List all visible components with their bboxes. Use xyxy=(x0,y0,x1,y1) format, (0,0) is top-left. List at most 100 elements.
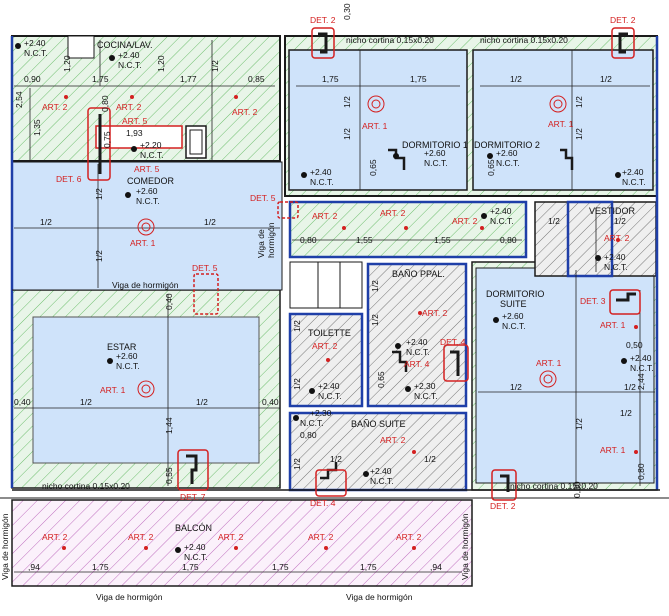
svg-text:DET. 2: DET. 2 xyxy=(610,15,636,25)
svg-text:ART. 2: ART. 2 xyxy=(312,341,338,351)
svg-text:+2.40: +2.40 xyxy=(184,542,206,552)
art1-fixture-dorm1 xyxy=(367,95,385,113)
svg-text:+2.60: +2.60 xyxy=(496,148,518,158)
svg-text:0,65: 0,65 xyxy=(486,159,496,176)
svg-text:1,75: 1,75 xyxy=(92,562,109,572)
svg-text:1,75: 1,75 xyxy=(92,74,109,84)
svg-text:N.C.T.: N.C.T. xyxy=(116,361,140,371)
svg-text:nicho cortina 0.15x0.20: nicho cortina 0.15x0.20 xyxy=(480,35,568,45)
svg-text:0,75: 0,75 xyxy=(102,131,112,148)
svg-text:+2.40: +2.40 xyxy=(24,38,46,48)
svg-text:1/2: 1/2 xyxy=(342,96,352,108)
det5-marker-a xyxy=(277,201,299,219)
det7-marker xyxy=(177,449,209,491)
svg-text:+2.40: +2.40 xyxy=(318,381,340,391)
svg-text:+2.60: +2.60 xyxy=(424,148,446,158)
svg-text:0,90: 0,90 xyxy=(24,74,41,84)
svg-text:1,20: 1,20 xyxy=(62,55,72,72)
svg-text:0,30: 0,30 xyxy=(342,3,352,20)
svg-text:+2.40: +2.40 xyxy=(406,337,428,347)
svg-text:1/2: 1/2 xyxy=(330,454,342,464)
svg-text:0,40: 0,40 xyxy=(14,397,31,407)
svg-text:N.C.T.: N.C.T. xyxy=(140,150,164,160)
svg-text:1/2: 1/2 xyxy=(196,397,208,407)
svg-text:ART. 2: ART. 2 xyxy=(116,102,142,112)
svg-text:ART. 1: ART. 1 xyxy=(130,238,156,248)
svg-text:2,44: 2,44 xyxy=(636,373,646,390)
svg-text:1,55: 1,55 xyxy=(356,235,373,245)
svg-text:+2.40: +2.40 xyxy=(490,206,512,216)
vestidor-blue-frame xyxy=(566,200,614,278)
svg-text:1/2: 1/2 xyxy=(94,188,104,200)
svg-text:DET. 3: DET. 3 xyxy=(580,296,606,306)
room-dormitorio-suite-2: SUITE xyxy=(500,299,527,309)
art1-fixture-suite xyxy=(539,370,557,388)
svg-text:+2.30: +2.30 xyxy=(310,408,332,418)
svg-text:+2.40: +2.40 xyxy=(630,353,652,363)
svg-text:ART. 1: ART. 1 xyxy=(600,445,626,455)
svg-text:1,35: 1,35 xyxy=(32,119,42,136)
room-bano-ppal: BAÑO PPAL. xyxy=(392,269,445,279)
svg-text:nicho cortina 0.15x0.20: nicho cortina 0.15x0.20 xyxy=(42,481,130,491)
room-dormitorio-suite-1: DORMITORIO xyxy=(486,289,544,299)
svg-text:0,80: 0,80 xyxy=(636,463,646,480)
svg-text:0,80: 0,80 xyxy=(300,430,317,440)
svg-text:1/2: 1/2 xyxy=(624,382,636,392)
svg-text:1,75: 1,75 xyxy=(182,562,199,572)
svg-text:0,40: 0,40 xyxy=(262,397,279,407)
svg-text:ART. 1: ART. 1 xyxy=(548,119,574,129)
svg-text:ART. 2: ART. 2 xyxy=(422,308,448,318)
svg-text:1,20: 1,20 xyxy=(156,55,166,72)
svg-text:ART. 2: ART. 2 xyxy=(604,233,630,243)
det2-marker-bottom xyxy=(491,469,517,501)
svg-text:Viga de hormigón: Viga de hormigón xyxy=(346,592,413,602)
det6-marker xyxy=(87,107,111,181)
svg-text:ART. 4: ART. 4 xyxy=(404,359,430,369)
svg-text:DET. 2: DET. 2 xyxy=(490,501,516,511)
room-estar: ESTAR xyxy=(107,342,137,352)
det2-marker-right xyxy=(611,27,635,59)
svg-text:+2.40: +2.40 xyxy=(118,50,140,60)
estar-room xyxy=(32,316,260,464)
svg-text:DET. 5: DET. 5 xyxy=(250,193,276,203)
bano-ppal-room xyxy=(366,262,468,408)
svg-text:1/2: 1/2 xyxy=(614,216,626,226)
svg-text:1/2: 1/2 xyxy=(292,458,302,470)
det2-marker-left xyxy=(311,27,335,59)
svg-text:+2.30: +2.30 xyxy=(414,381,436,391)
svg-text:1/2: 1/2 xyxy=(40,217,52,227)
svg-text:N.C.T.: N.C.T. xyxy=(604,262,628,272)
svg-text:Viga de: Viga de xyxy=(256,229,266,258)
svg-text:ART. 1: ART. 1 xyxy=(362,121,388,131)
svg-text:1/2: 1/2 xyxy=(600,74,612,84)
svg-text:1/2: 1/2 xyxy=(342,128,352,140)
svg-text:ART. 5: ART. 5 xyxy=(122,116,148,126)
svg-text:nicho cortina 0.15x0.20: nicho cortina 0.15x0.20 xyxy=(346,35,434,45)
svg-text:Viga de hormigón: Viga de hormigón xyxy=(460,513,470,580)
svg-text:N.C.T.: N.C.T. xyxy=(496,158,520,168)
svg-text:N.C.T.: N.C.T. xyxy=(370,476,394,486)
svg-text:DET. 6: DET. 6 xyxy=(56,174,82,184)
svg-text:N.C.T.: N.C.T. xyxy=(502,321,526,331)
svg-text:+2.40: +2.40 xyxy=(310,167,332,177)
pasillo-area xyxy=(288,200,528,259)
svg-text:ART. 2: ART. 2 xyxy=(380,435,406,445)
svg-text:ART. 2: ART. 2 xyxy=(232,107,258,117)
room-comedor: COMEDOR xyxy=(127,176,175,186)
svg-text:hormigón: hormigón xyxy=(266,222,276,258)
svg-text:1/2: 1/2 xyxy=(620,408,632,418)
svg-text:1,44: 1,44 xyxy=(164,417,174,434)
svg-text:1,75: 1,75 xyxy=(322,74,339,84)
svg-text:1/2: 1/2 xyxy=(292,378,302,390)
svg-text:ART. 1: ART. 1 xyxy=(536,358,562,368)
svg-text:+2.60: +2.60 xyxy=(502,311,524,321)
svg-text:ART. 2: ART. 2 xyxy=(42,102,68,112)
svg-text:0,65: 0,65 xyxy=(368,159,378,176)
art1-fixture-comedor xyxy=(137,218,155,236)
svg-text:ART. 2: ART. 2 xyxy=(42,532,68,542)
svg-text:1/2: 1/2 xyxy=(80,397,92,407)
svg-text:+2.20: +2.20 xyxy=(140,140,162,150)
svg-text:ART. 1: ART. 1 xyxy=(600,320,626,330)
svg-text:0,50: 0,50 xyxy=(626,340,643,350)
det3-marker xyxy=(609,289,641,315)
